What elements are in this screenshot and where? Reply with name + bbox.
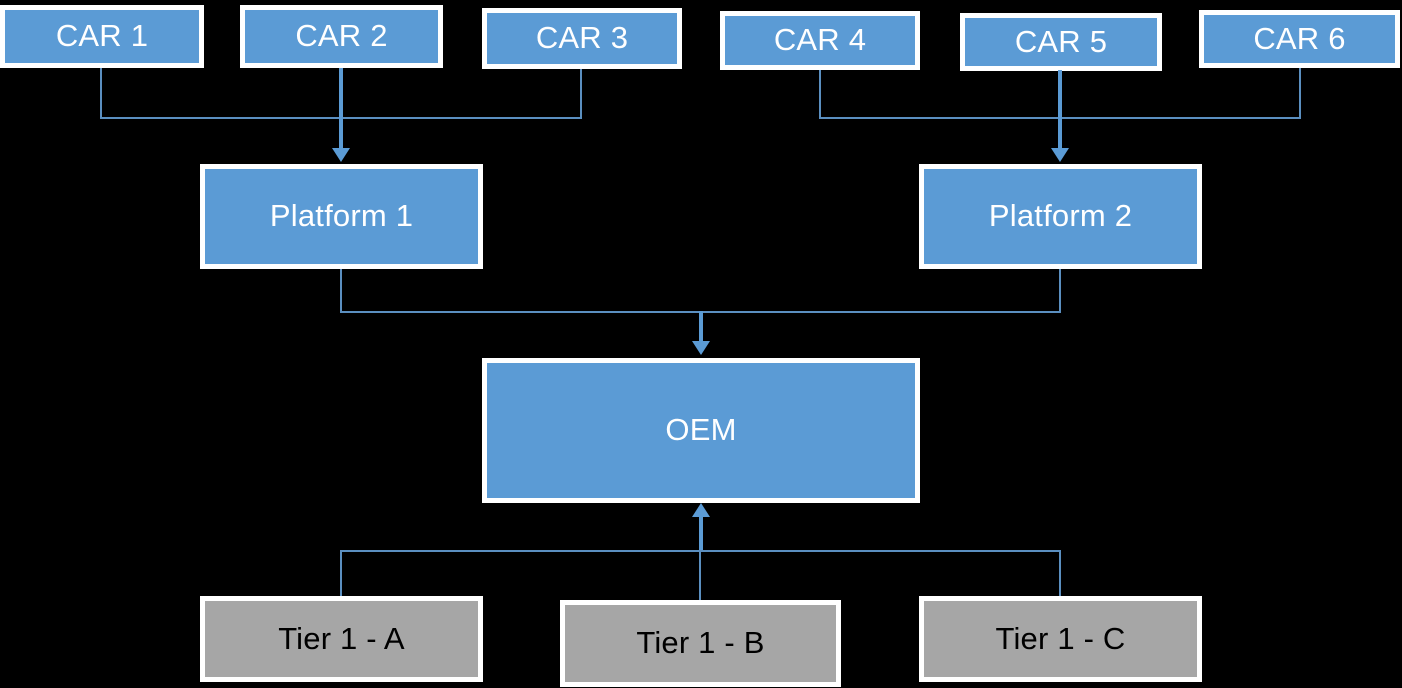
arrow-into-platform1 [332, 148, 350, 162]
connector-tier-c-riser [1059, 550, 1061, 596]
node-tier-1-c[interactable]: Tier 1 - C [919, 596, 1202, 682]
connector-platform2-drop [1059, 269, 1061, 313]
node-label: CAR 2 [295, 18, 388, 54]
node-platform-1[interactable]: Platform 1 [200, 164, 483, 269]
connector-platform1-drop [340, 269, 342, 313]
connector-tier-trunk [699, 516, 703, 552]
node-car-3[interactable]: CAR 3 [482, 8, 682, 69]
node-car-2[interactable]: CAR 2 [240, 5, 443, 68]
node-label: CAR 5 [1014, 23, 1108, 59]
connector-car1-drop [100, 68, 102, 119]
node-label: Platform 2 [988, 198, 1133, 234]
node-label: Platform 1 [269, 198, 414, 234]
node-label: OEM [665, 412, 737, 448]
node-car-6[interactable]: CAR 6 [1199, 10, 1400, 68]
node-car-5[interactable]: CAR 5 [960, 13, 1162, 71]
connector-oem-trunk [699, 311, 703, 343]
connector-tier-b-riser [699, 550, 701, 601]
connector-tier-a-riser [340, 550, 342, 596]
node-label: CAR 6 [1253, 20, 1346, 56]
connector-car4-drop [819, 70, 821, 119]
node-car-1[interactable]: CAR 1 [0, 5, 204, 68]
node-label: Tier 1 - B [636, 625, 765, 661]
connector-car3-drop [580, 69, 582, 119]
node-label: Tier 1 - A [278, 620, 405, 656]
node-car-4[interactable]: CAR 4 [720, 11, 920, 70]
node-oem[interactable]: OEM [482, 358, 920, 503]
connector-platform2-trunk [1058, 70, 1062, 150]
arrow-into-platform2 [1051, 148, 1069, 162]
connector-platform1-trunk [339, 68, 343, 150]
connector-car6-drop [1299, 68, 1301, 119]
node-label: CAR 3 [535, 20, 629, 56]
node-platform-2[interactable]: Platform 2 [919, 164, 1202, 269]
node-tier-1-b[interactable]: Tier 1 - B [560, 600, 841, 687]
arrow-into-oem [692, 341, 710, 355]
node-tier-1-a[interactable]: Tier 1 - A [200, 596, 483, 682]
arrow-into-oem-from-tiers [692, 503, 710, 517]
node-label: Tier 1 - C [995, 620, 1126, 656]
node-label: CAR 1 [55, 18, 149, 54]
node-label: CAR 4 [773, 22, 867, 58]
